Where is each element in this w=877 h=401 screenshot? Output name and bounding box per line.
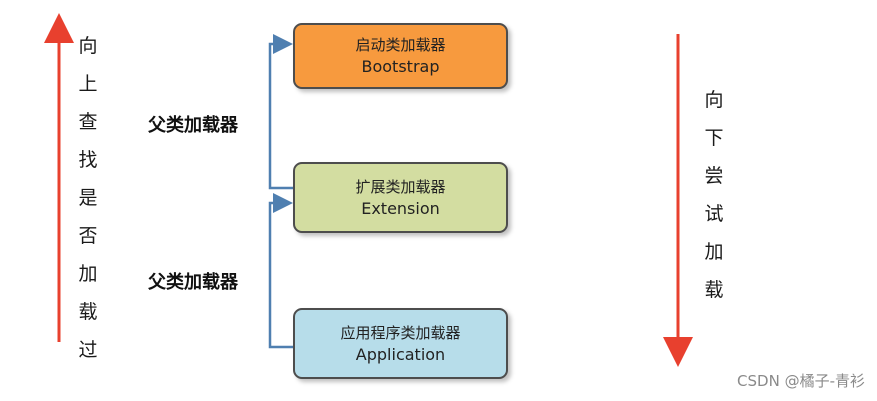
extension-loader-name: 扩展类加载器: [355, 177, 446, 196]
bootstrap-loader-name: 启动类加载器: [355, 36, 446, 54]
parent-loader-label-upper: 父类加载器: [148, 115, 238, 136]
application-loader-name: 应用程序类加载器: [340, 323, 461, 342]
left-caption-char: 否: [78, 225, 98, 247]
left-vertical-caption: 向 上 查 找 是 否 加 载 过: [74, 27, 102, 369]
csdn-watermark: CSDN @橘子-青衫: [737, 372, 865, 390]
connector-extension-to-bootstrap: [268, 34, 294, 190]
bootstrap-loader-en: Bootstrap: [361, 57, 440, 76]
left-caption-char: 是: [78, 187, 98, 209]
application-loader-box: 应用程序类加载器 Application: [293, 308, 508, 379]
right-caption-char: 向: [704, 89, 724, 111]
right-caption-char: 试: [704, 203, 724, 225]
extension-loader-box: 扩展类加载器 Extension: [293, 162, 508, 233]
application-loader-en: Application: [355, 344, 446, 364]
bootstrap-loader-box: 启动类加载器 Bootstrap: [293, 23, 508, 89]
left-caption-char: 向: [78, 35, 98, 57]
parent-loader-label-lower: 父类加载器: [148, 272, 238, 293]
left-caption-char: 查: [78, 111, 98, 133]
right-caption-char: 加: [704, 241, 724, 263]
left-caption-char: 载: [78, 301, 98, 323]
right-caption-char: 载: [704, 279, 724, 301]
left-caption-char: 上: [78, 73, 98, 95]
right-caption-char: 尝: [704, 165, 724, 187]
right-caption-char: 下: [704, 127, 724, 149]
left-caption-char: 找: [78, 149, 98, 171]
left-caption-char: 过: [78, 339, 98, 361]
extension-loader-en: Extension: [361, 198, 440, 218]
left-caption-char: 加: [78, 263, 98, 285]
connector-application-to-extension: [268, 193, 294, 349]
right-vertical-caption: 向 下 尝 试 加 载: [700, 81, 728, 309]
